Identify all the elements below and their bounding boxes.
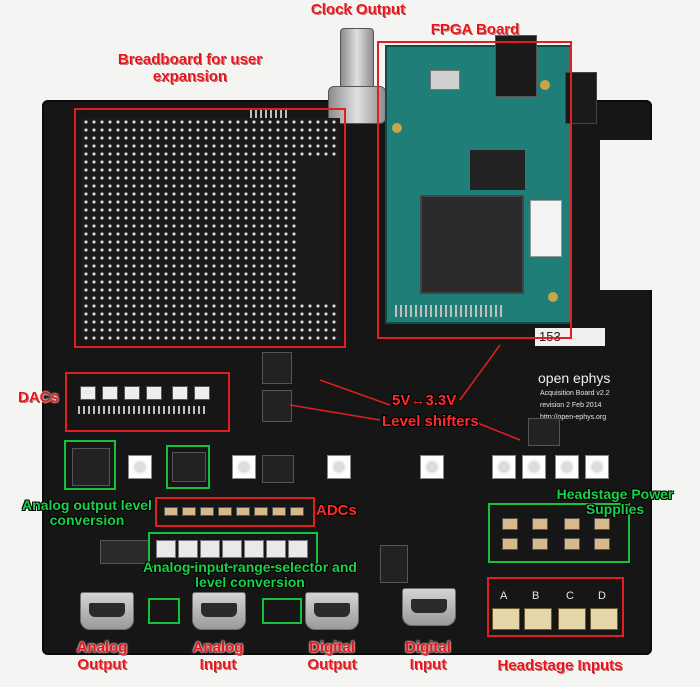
label-headstage-inputs: Headstage Inputs <box>497 657 623 674</box>
power-jack <box>495 35 537 97</box>
analog-output-chip <box>172 452 206 482</box>
headstage-port-b <box>524 608 552 630</box>
analog-output-conversion-box-1 <box>64 440 116 490</box>
fpga-sticker <box>530 200 562 257</box>
led <box>420 455 444 479</box>
headstage-power-box <box>488 503 630 563</box>
label-analog-output: Analog Output <box>76 639 128 673</box>
mounting-hole <box>540 80 550 90</box>
headstage-port-b-label: B <box>532 590 540 602</box>
fpga-chip <box>420 195 524 294</box>
headstage-power-components <box>492 510 627 560</box>
dacs-highlight-box <box>65 372 230 432</box>
fpga-header-pins <box>395 305 505 317</box>
label-level-shifters: Level shifters <box>382 413 479 430</box>
analog-input-hdmi-port <box>192 592 246 630</box>
led <box>232 455 256 479</box>
label-analog-input: Analog Input <box>192 639 244 673</box>
analog-output-hdmi-port <box>80 592 134 630</box>
label-analog-output-level-conversion: Analog output level conversion <box>22 497 152 529</box>
usb-connector <box>430 70 460 90</box>
range-selector-pots <box>152 535 312 565</box>
board-url: http://open-ephys.org <box>540 414 607 421</box>
label-breadboard: Breadboard for user expansion <box>117 51 263 85</box>
breadboard-highlight-box <box>74 108 346 348</box>
label-level-shifter-voltage: 5V↔3.3V <box>392 392 457 409</box>
pcb-cutout <box>600 140 660 290</box>
led <box>327 455 351 479</box>
headstage-port-a <box>492 608 520 630</box>
serial-number: 153 <box>539 329 561 344</box>
digital-input-hdmi-port <box>402 588 456 626</box>
label-adcs: ADCs <box>316 502 357 519</box>
led <box>555 455 579 479</box>
breadboard-grid <box>82 118 340 340</box>
label-clock-output: Clock Output <box>310 1 406 18</box>
analog-output-chip <box>72 448 110 486</box>
led <box>522 455 546 479</box>
dac-components <box>72 378 222 423</box>
label-digital-output: Digital Output <box>307 639 357 673</box>
led <box>585 455 609 479</box>
led <box>492 455 516 479</box>
brand-name: open ephys <box>538 370 611 386</box>
mounting-hole <box>548 292 558 302</box>
ic-chip <box>380 545 408 583</box>
fpga-highlight-box <box>377 41 572 339</box>
headstage-port-d <box>590 608 618 630</box>
fpga-memory-chip <box>470 150 525 190</box>
led <box>128 455 152 479</box>
headstage-inputs-highlight-box <box>487 577 624 637</box>
headstage-port-d-label: D <box>598 590 606 602</box>
ic-chip <box>262 455 294 483</box>
headstage-port-a-label: A <box>500 590 508 602</box>
analog-output-conversion-box-2 <box>166 445 210 489</box>
adc-components <box>160 502 310 522</box>
board-revision: revision 2 Feb 2014 <box>540 402 602 409</box>
board-subtitle: Acquisition Board v2.2 <box>540 390 610 397</box>
label-fpga-board: FPGA Board <box>430 21 520 38</box>
adcs-highlight-box <box>155 497 315 527</box>
headstage-port-c <box>558 608 586 630</box>
breadboard-connector <box>250 110 290 118</box>
digital-output-hdmi-port <box>305 592 359 630</box>
label-analog-input-range: Analog input range selector and level co… <box>143 559 357 591</box>
ic-chip <box>528 418 560 446</box>
level-shifter-chip <box>262 352 292 384</box>
headstage-port-c-label: C <box>566 590 574 602</box>
mounting-hole <box>392 123 402 133</box>
label-headstage-power-supplies: Headstage Power Supplies <box>556 486 674 518</box>
analog-input-range-box <box>148 532 318 568</box>
label-dacs: DACs <box>18 389 59 406</box>
analog-input-range-box-small <box>148 598 180 624</box>
breadboard-pin-header <box>300 160 340 300</box>
analog-input-range-box-small <box>262 598 302 624</box>
label-digital-input: Digital Input <box>405 639 451 673</box>
